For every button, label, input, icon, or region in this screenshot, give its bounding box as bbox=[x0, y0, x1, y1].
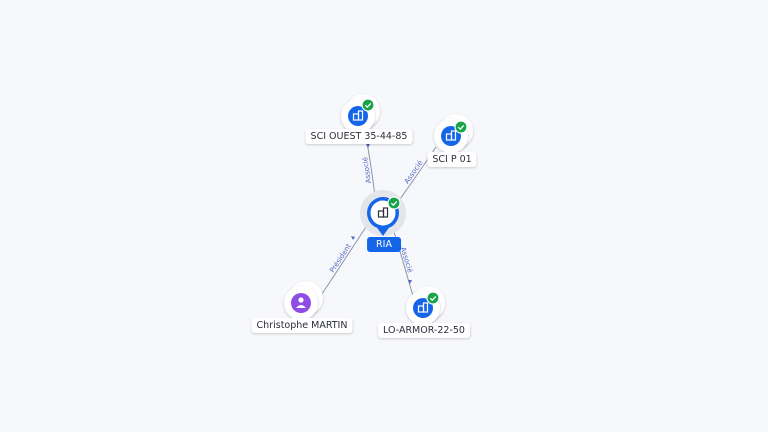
node-ria-central[interactable] bbox=[360, 190, 406, 236]
edge-label: Associé bbox=[399, 246, 414, 274]
node-label-sci-ouest[interactable]: SCI OUEST 35-44-85 bbox=[305, 129, 413, 144]
verified-check-icon bbox=[361, 98, 375, 112]
node-label-christophe-martin[interactable]: Christophe MARTIN bbox=[251, 318, 353, 333]
edge-arrow bbox=[351, 236, 355, 240]
verified-check-icon bbox=[454, 120, 468, 134]
verified-check-icon bbox=[387, 196, 401, 210]
person-icon bbox=[296, 297, 306, 308]
person-badge bbox=[291, 293, 311, 313]
node-sci-p01[interactable] bbox=[434, 114, 473, 153]
verified-check-icon bbox=[426, 291, 440, 305]
edge-arrow bbox=[408, 280, 412, 284]
edge-arrow bbox=[366, 144, 370, 148]
central-node-label[interactable]: RIA bbox=[367, 237, 401, 252]
edge-label: Associé bbox=[361, 156, 373, 183]
building-icon bbox=[377, 207, 389, 218]
edge-label: Associé bbox=[403, 159, 425, 185]
edge-line[interactable] bbox=[321, 226, 367, 295]
node-lo-armor[interactable] bbox=[406, 286, 445, 325]
node-sci-ouest[interactable] bbox=[341, 94, 380, 133]
node-christophe-martin[interactable] bbox=[284, 281, 323, 320]
building-icon bbox=[352, 110, 364, 121]
node-label-sci-p01[interactable]: SCI P 01 bbox=[427, 152, 477, 167]
node-label-lo-armor[interactable]: LO-ARMOR-22-50 bbox=[378, 323, 470, 338]
building-icon bbox=[417, 302, 429, 313]
building-icon bbox=[445, 130, 457, 141]
edge-label: Président bbox=[328, 242, 353, 274]
